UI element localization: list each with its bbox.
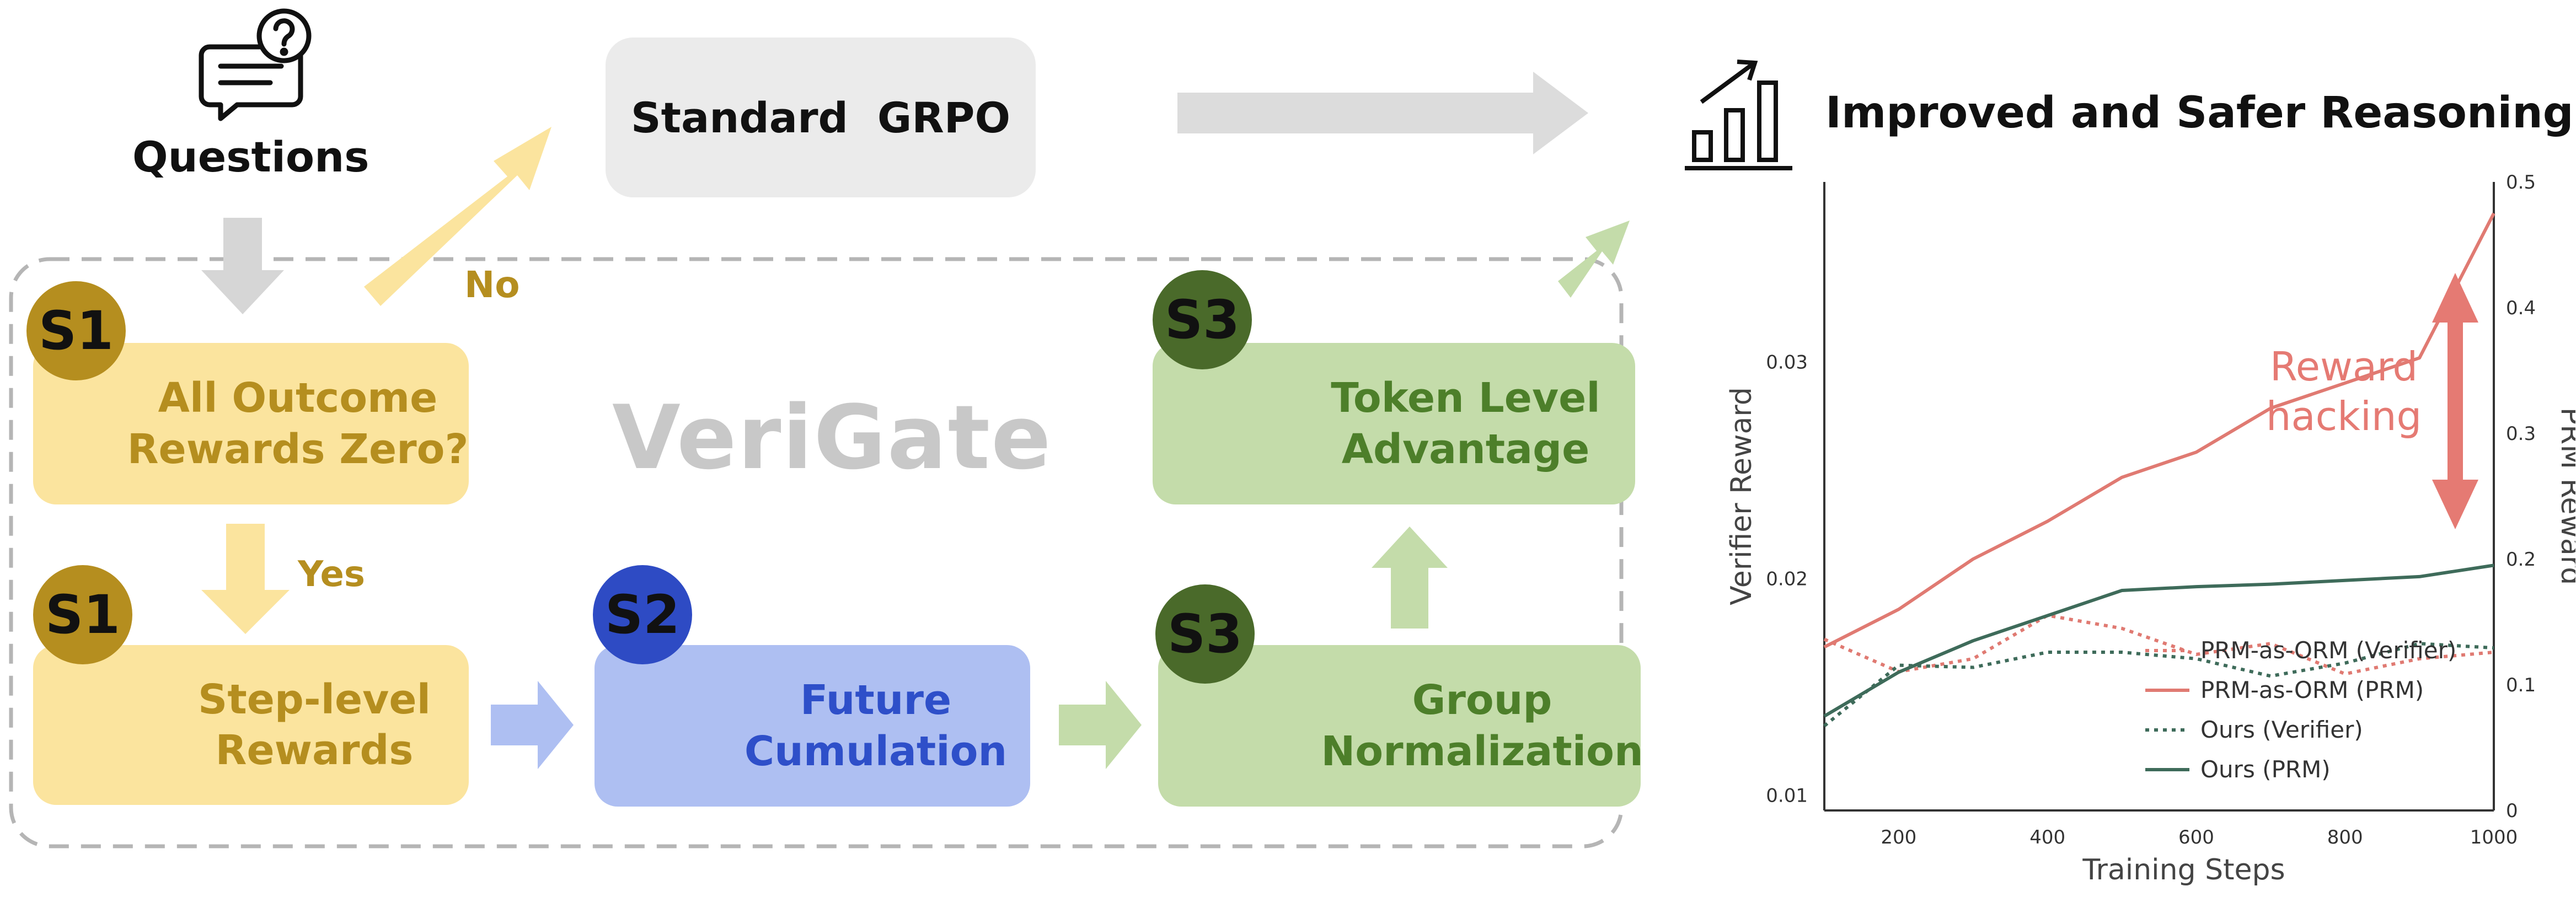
annotation-line1: Reward <box>2270 343 2418 390</box>
questions-label: Questions <box>132 132 369 181</box>
arrow-token-to-result <box>1558 221 1630 298</box>
y2-tick-label: 0.1 <box>2506 674 2536 696</box>
series-line-2 <box>1823 642 2494 728</box>
badge-s3-group: S3 <box>1155 584 1255 684</box>
arrow-future-to-group <box>1059 681 1142 769</box>
y-axis-label: Verifier Reward <box>1725 387 1758 605</box>
y2-tick-label: 0.2 <box>2506 549 2536 571</box>
annotation-arrow-up <box>2432 273 2478 323</box>
x-tick-label: 600 <box>2178 826 2214 848</box>
arrow-no <box>364 127 551 306</box>
future-line1: Future <box>800 676 952 724</box>
series-line-3 <box>1823 563 2494 718</box>
x-tick-label: 400 <box>2029 826 2065 848</box>
growth-chart-icon <box>1685 60 1792 170</box>
badge-s1-step: S1 <box>33 565 132 664</box>
group-normalization-box: Group Normalization <box>1158 645 1643 807</box>
reward-chart: 200 400 600 800 1000 0.01 0.02 0.03 0 0.1 0.2 0.3 0.… <box>1725 171 2575 887</box>
series-line-1 <box>1823 212 2495 649</box>
y2-tick-label: 0.4 <box>2506 297 2536 319</box>
group-line1: Group <box>1412 676 1552 724</box>
x-axis-label: Training Steps <box>2082 853 2285 887</box>
group-line2: Normalization <box>1321 727 1643 775</box>
token-line2: Advantage <box>1341 425 1590 473</box>
badge-s1-outcome: S1 <box>26 281 126 380</box>
arrow-grpo-result <box>1177 72 1588 154</box>
step-line1: Step-level <box>198 675 431 723</box>
y2-tick-label: 0.5 <box>2506 171 2536 194</box>
step-rewards-box: Step-level Rewards <box>33 645 469 805</box>
step-line2: Rewards <box>215 727 414 774</box>
verigate-frame <box>9 257 1624 848</box>
arrow-yes <box>201 524 290 634</box>
arrow-down-questions <box>201 218 284 314</box>
y-tick-label: 0.02 <box>1766 568 1808 590</box>
y-tick-label: 0.03 <box>1766 351 1808 373</box>
yes-label: Yes <box>298 554 365 595</box>
arrow-group-to-token <box>1372 527 1448 629</box>
x-tick-label: 200 <box>1881 826 1916 848</box>
future-line2: Cumulation <box>744 727 1008 775</box>
x-tick-label: 1000 <box>2470 826 2518 848</box>
future-cumulation-box: Future Cumulation <box>595 645 1030 807</box>
arrow-step-to-future <box>491 681 574 769</box>
y2-tick-label: 0 <box>2506 800 2518 822</box>
annotation-arrow-down <box>2432 480 2478 529</box>
reward-hacking-annotation: Reward hacking <box>2266 273 2478 529</box>
y2-axis-label: PRM Reward <box>2554 407 2575 586</box>
chat-question-icon <box>199 8 312 121</box>
legend-label: Ours (Verifier) <box>2200 716 2363 743</box>
x-tick-label: 800 <box>2327 826 2363 848</box>
standard-grpo-box: Standard GRPO <box>606 37 1036 197</box>
badge-s3-token: S3 <box>1153 270 1252 369</box>
legend-label: Ours (PRM) <box>2200 756 2331 783</box>
legend-label: PRM-as-ORM (Verifier) <box>2200 637 2456 664</box>
result-title: Improved and Safer Reasoning <box>1825 88 2574 138</box>
y-tick-label: 0.01 <box>1766 785 1808 807</box>
annotation-line2: hacking <box>2266 393 2422 439</box>
no-label: No <box>464 264 520 306</box>
outcome-line1: All Outcome <box>158 374 438 422</box>
y2-tick-label: 0.3 <box>2506 423 2536 445</box>
token-advantage-box: Token Level Advantage <box>1153 343 1635 504</box>
legend-label: PRM-as-ORM (PRM) <box>2200 676 2424 703</box>
badge-s2-future: S2 <box>593 565 692 664</box>
outcome-line2: Rewards Zero? <box>127 425 469 473</box>
outcome-zero-box: All Outcome Rewards Zero? <box>33 343 469 504</box>
token-line1: Token Level <box>1331 374 1600 422</box>
verigate-label: VeriGate <box>612 386 1052 489</box>
